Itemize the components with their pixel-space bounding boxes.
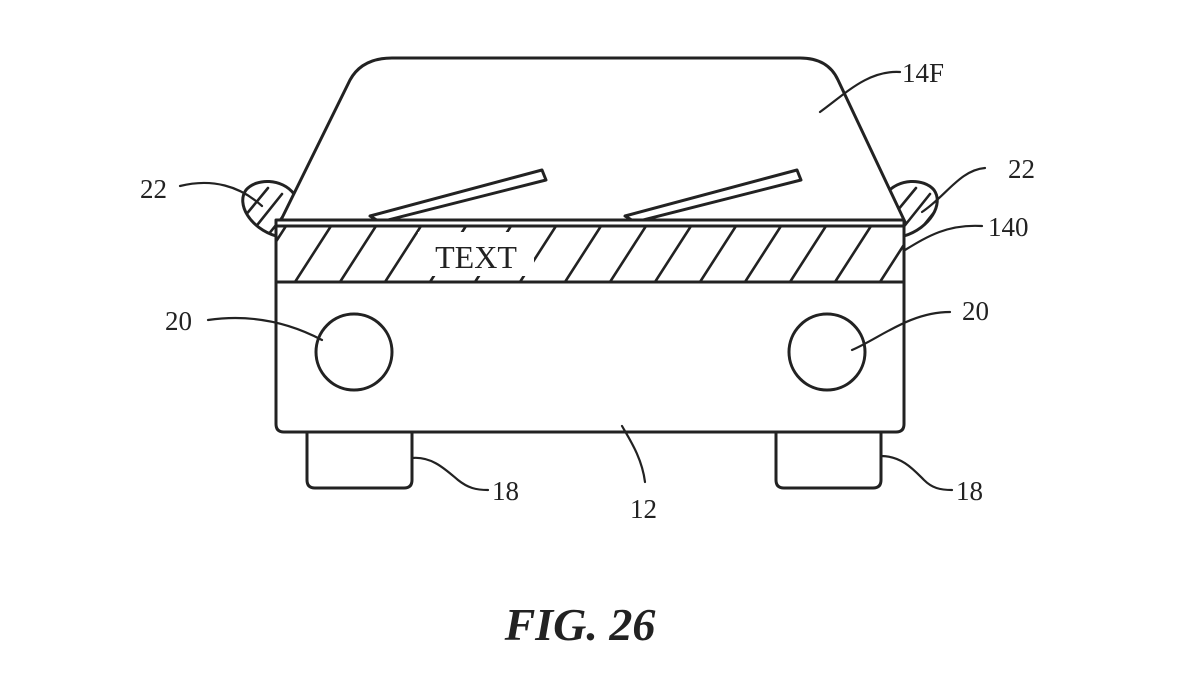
hatch-line (653, 226, 693, 282)
windshield (278, 56, 907, 224)
hatch-line (833, 226, 873, 282)
hatch-line (293, 226, 333, 282)
leader-12 (620, 424, 647, 484)
leader-20-left (206, 316, 324, 342)
hatch-line (608, 226, 648, 282)
headlight-left (314, 312, 394, 392)
figure-caption: FIG. 26 (504, 599, 656, 650)
wheel-left (305, 418, 414, 490)
headlight-right (787, 312, 867, 392)
label-20-left: 20 (165, 306, 192, 336)
hatch-line (276, 226, 288, 244)
label-22-right: 22 (1008, 154, 1035, 184)
label-18-left: 18 (492, 476, 519, 506)
label-22-left: 22 (140, 174, 167, 204)
hatch-line (563, 226, 603, 282)
display-strip: TEXT (274, 224, 961, 284)
hatch-line (878, 242, 904, 282)
display-text: TEXT (435, 239, 517, 275)
leader-lines (178, 70, 987, 492)
hatch-line (788, 226, 828, 282)
label-140: 140 (988, 212, 1029, 242)
label-12: 12 (630, 494, 657, 524)
leader-20-right (850, 310, 952, 352)
display-text-bg (418, 232, 534, 276)
leader-22-left (178, 181, 264, 208)
hatch-line (698, 226, 738, 282)
label-18-right: 18 (956, 476, 983, 506)
leader-18-left (410, 456, 490, 492)
label-14F: 14F (902, 58, 944, 88)
hatch-line (338, 226, 378, 282)
hatch-line (925, 226, 961, 282)
leader-140 (903, 224, 984, 252)
leader-22-right (920, 166, 987, 214)
hatch-line (383, 226, 423, 282)
hatch-line (743, 226, 783, 282)
leader-14F (818, 70, 902, 114)
wheel-right (774, 418, 883, 490)
leader-18-right (879, 454, 954, 492)
label-20-right: 20 (962, 296, 989, 326)
